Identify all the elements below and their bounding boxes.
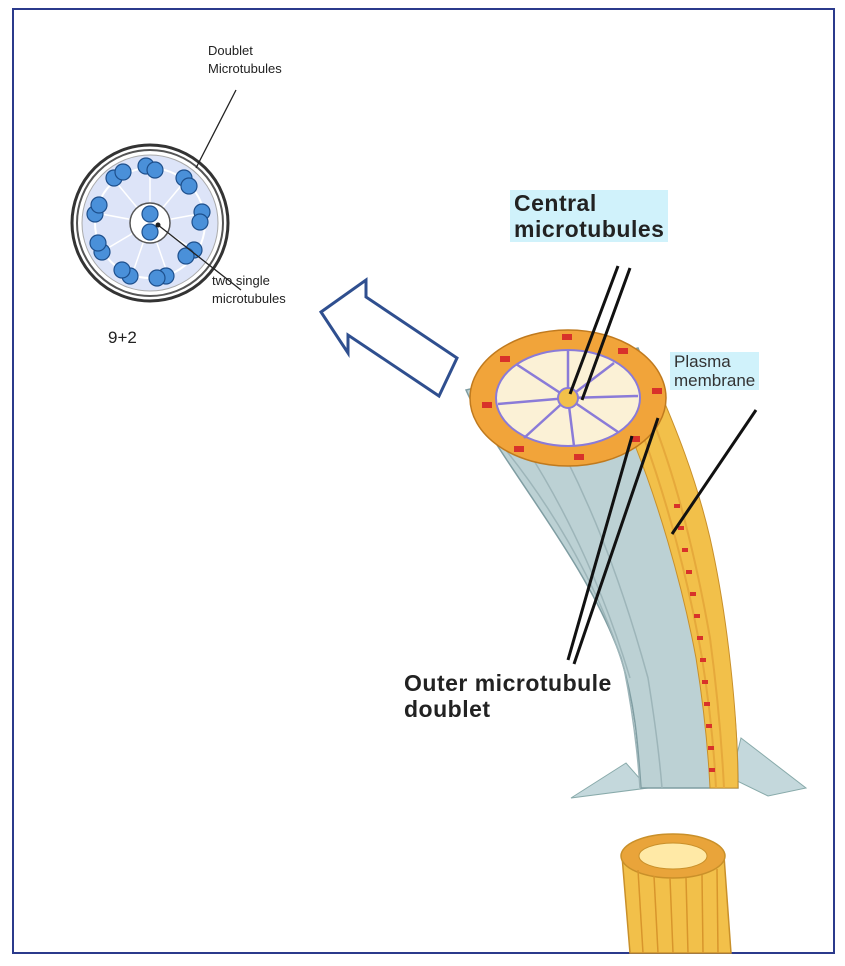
outer-label-line2: doublet [404,696,612,722]
outer-label: Outer microtubule doublet [404,670,612,722]
single-label-line1: two single [212,272,286,290]
outer-label-line1: Outer microtubule [404,670,612,696]
doublet-label-line2: Microtubules [208,60,282,78]
doublet-label: Doublet Microtubules [208,42,282,78]
central-pair-3d [558,388,578,408]
cross-section-caption: 9+2 [108,328,137,347]
single-label-line2: microtubules [212,290,286,308]
central-label-line2: microtubules [514,216,664,242]
axoneme-diagram [14,10,845,966]
central-label: Central microtubules [510,190,668,242]
single-leader-dot [156,223,161,228]
hollow-arrow [321,280,457,396]
doublet-label-line1: Doublet [208,42,282,60]
single-label: two single microtubules [212,272,286,308]
central-label-line1: Central [514,190,664,216]
basal-flare-right [731,738,806,796]
plasma-label-line2: membrane [674,371,755,390]
plasma-label-line1: Plasma [674,352,755,371]
basal-flare-left [571,763,648,798]
plasma-label: Plasma membrane [670,352,759,390]
figure-frame: Doublet Microtubules two single microtub… [12,8,835,954]
cross-section-diagram [72,145,228,301]
doublet-leader-line [196,90,236,168]
basal-body [621,834,731,953]
flagellum-illustration [466,330,806,953]
